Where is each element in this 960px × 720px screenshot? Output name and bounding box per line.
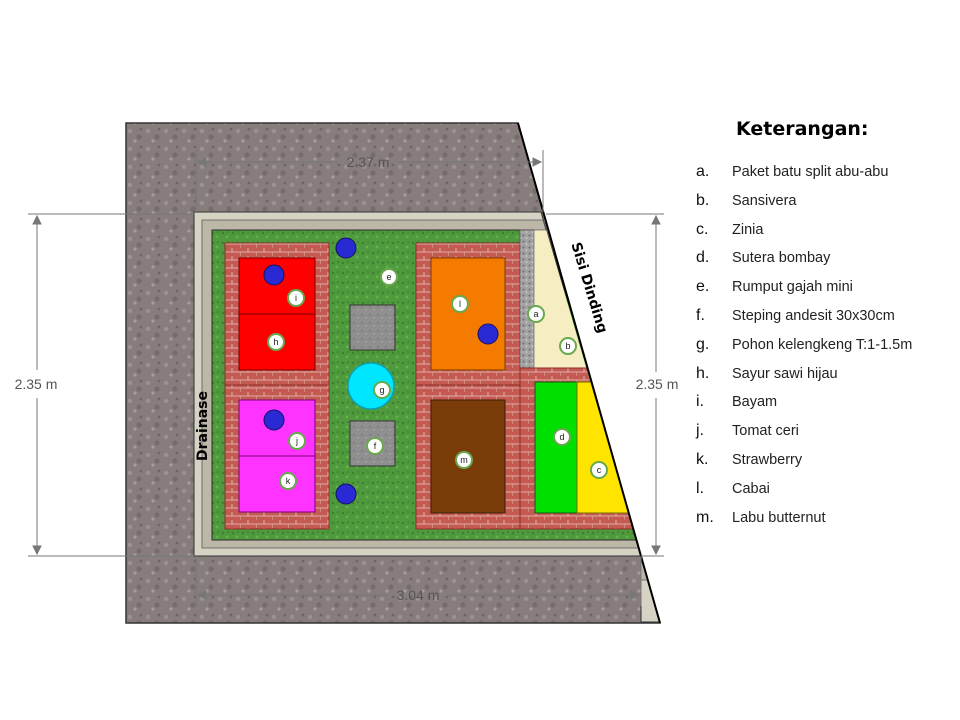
stepping-stone-1 <box>349 304 396 351</box>
dimension-right <box>546 213 664 557</box>
marker-g: g <box>373 381 391 399</box>
marker-m: m <box>455 451 473 469</box>
drainase-label: Drainase <box>195 391 211 461</box>
legend-item: f. Steping andesit 30x30cm <box>696 302 956 331</box>
plant-dot <box>335 237 357 259</box>
legend-item: c. Zinia <box>696 216 956 245</box>
legend-item-text: Pohon kelengkeng T:1-1.5m <box>732 336 913 353</box>
dimension-bottom-label: 3.04 m <box>397 587 440 603</box>
legend-item: d. Sutera bombay <box>696 244 956 273</box>
legend-panel: Keterangan: a. Paket batu split abu-abu b.… <box>696 118 956 532</box>
legend-item: m. Labu butternut <box>696 504 956 533</box>
legend-item: i. Bayam <box>696 388 956 417</box>
legend-item-text: Steping andesit 30x30cm <box>732 307 895 324</box>
dimension-left-label: 2.35 m <box>15 376 58 392</box>
legend-item-key: m. <box>696 508 714 526</box>
legend-item-key: k. <box>696 450 709 468</box>
legend-item: b. Sansivera <box>696 187 956 216</box>
bed-cabai <box>430 257 506 371</box>
legend-item-key: l. <box>696 479 704 497</box>
legend-item-text: Sansivera <box>732 192 797 209</box>
bed-strawberry <box>238 455 316 513</box>
legend-item-text: Rumput gajah mini <box>732 279 853 296</box>
marker-e: e <box>380 268 398 286</box>
legend-item-text: Strawberry <box>732 451 803 468</box>
dimension-left <box>28 213 194 557</box>
legend-item-key: g. <box>696 335 710 353</box>
marker-label: j <box>295 436 298 446</box>
marker-label: c <box>597 465 602 475</box>
legend-item-key: e. <box>696 278 710 296</box>
wall-edge-line <box>517 122 661 624</box>
marker-label: m <box>460 455 468 465</box>
legend-item: k. Strawberry <box>696 446 956 475</box>
legend-item-text: Zinia <box>732 221 764 238</box>
legend-item: j. Tomat ceri <box>696 417 956 446</box>
legend-item-key: b. <box>696 191 710 209</box>
legend-item-key: a. <box>696 163 710 180</box>
marker-label: d <box>559 432 564 442</box>
marker-b: b <box>559 337 577 355</box>
legend-item: l. Cabai <box>696 475 956 504</box>
dimension-bottom <box>195 556 642 606</box>
garden-plan: a b c d e f g h i j k l m 2.37 m 3.04 m … <box>15 122 679 624</box>
plant-dot <box>477 323 499 345</box>
marker-l: l <box>451 295 469 313</box>
marker-f: f <box>366 437 384 455</box>
marker-label: k <box>286 476 291 486</box>
marker-k: k <box>279 472 297 490</box>
legend-list: a. Paket batu split abu-abu b. Sansivera c. Z… <box>696 158 956 532</box>
gravel-strip <box>519 229 535 369</box>
marker-label: i <box>295 293 297 303</box>
marker-label: f <box>374 441 377 451</box>
marker-h: h <box>267 333 285 351</box>
legend-item-text: Bayam <box>732 394 778 411</box>
legend-item-text: Tomat ceri <box>732 423 799 440</box>
legend-item-text: Sayur sawi hijau <box>732 365 838 382</box>
legend-item-key: f. <box>696 306 705 324</box>
plant-dot <box>335 483 357 505</box>
legend-item-key: j. <box>696 422 704 440</box>
plant-dot <box>263 409 285 431</box>
legend-item-text: Sutera bombay <box>732 250 831 267</box>
plant-dot <box>263 264 285 286</box>
legend-item-key: i. <box>696 393 704 411</box>
marker-label: e <box>386 272 391 282</box>
marker-label: g <box>379 385 384 395</box>
bed-zinia <box>576 381 648 514</box>
marker-label: h <box>273 337 278 347</box>
legend-item: h. Sayur sawi hijau <box>696 360 956 389</box>
legend-item-text: Cabai <box>732 480 770 497</box>
legend-item: e. Rumput gajah mini <box>696 273 956 302</box>
legend-item-key: d. <box>696 249 710 267</box>
marker-j: j <box>288 432 306 450</box>
marker-c: c <box>590 461 608 479</box>
bed-sutera-bombay <box>534 381 578 514</box>
marker-label: b <box>565 341 570 351</box>
dimension-top-label: 2.37 m <box>347 154 390 170</box>
marker-d: d <box>553 428 571 446</box>
legend-title: Keterangan: <box>736 118 869 140</box>
legend-item-key: c. <box>696 220 709 238</box>
dimension-right-label: 2.35 m <box>636 376 679 392</box>
marker-a: a <box>527 305 545 323</box>
legend-item: a. Paket batu split abu-abu <box>696 158 956 187</box>
dimension-top <box>195 150 544 212</box>
legend-item-key: h. <box>696 364 710 382</box>
marker-label: a <box>533 309 538 319</box>
legend-item-text: Labu butternut <box>732 509 826 526</box>
legend-item-text: Paket batu split abu-abu <box>732 164 889 180</box>
legend-item: g. Pohon kelengkeng T:1-1.5m <box>696 331 956 360</box>
marker-label: l <box>459 299 461 309</box>
marker-i: i <box>287 289 305 307</box>
